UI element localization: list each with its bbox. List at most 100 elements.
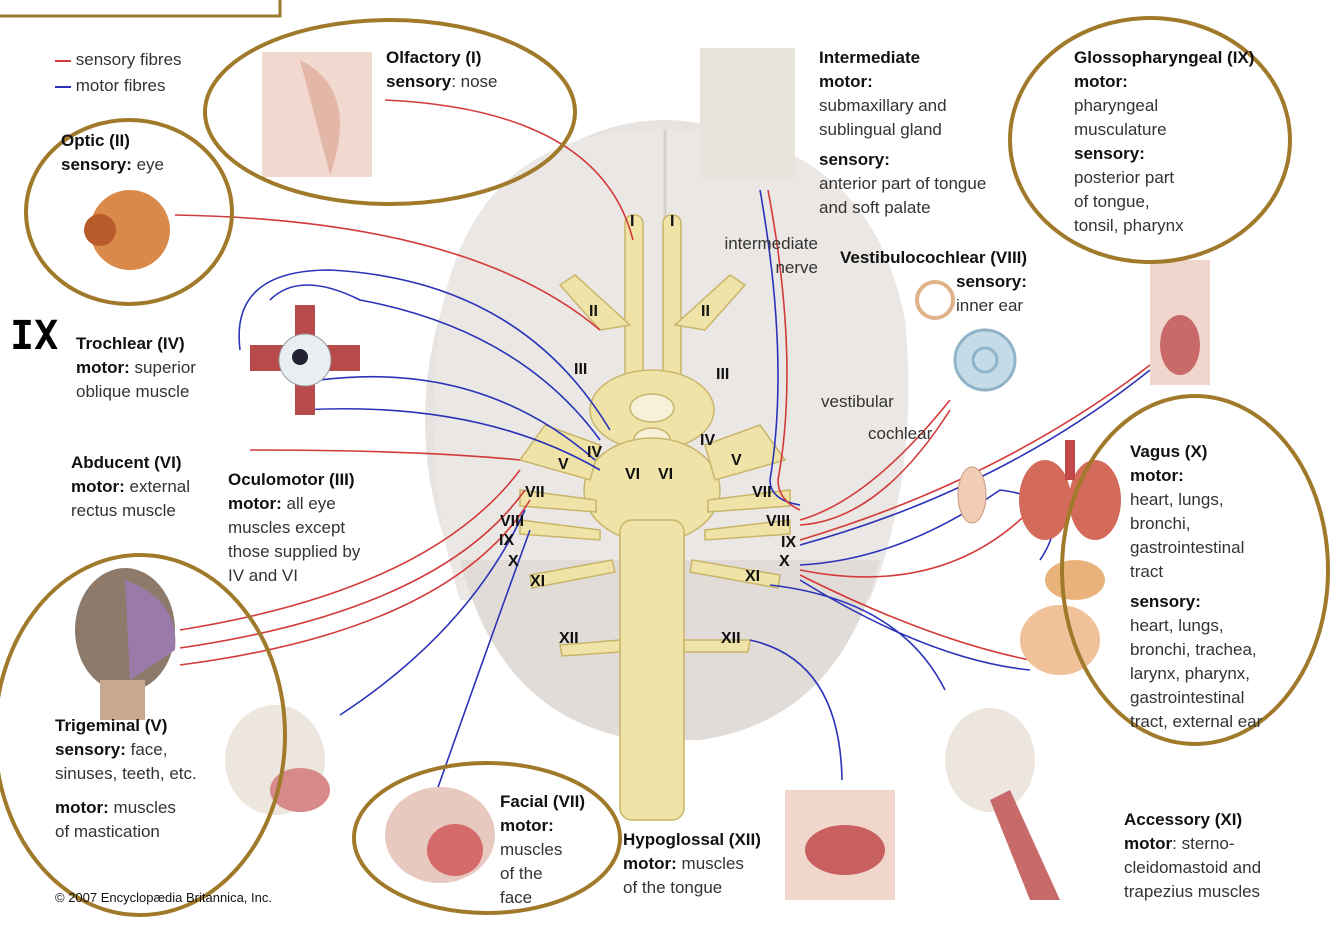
vagus-motor-label: motor: <box>1130 466 1184 485</box>
hypoglossal-label: Hypoglossal (XII) motor: muscles of the … <box>623 828 761 900</box>
numeral-ii-left: II <box>589 303 598 320</box>
numeral-iii-right: III <box>716 366 730 383</box>
numeral-xi-right: XI <box>745 568 761 585</box>
brainstem-illustration <box>518 214 791 821</box>
glossopharyngeal-label: Glossopharyngeal (IX) motor: pharyngeal … <box>1074 46 1254 238</box>
hypoglossal-motor-label: motor: <box>623 854 677 873</box>
nose-illustration <box>262 52 372 177</box>
glossopharyngeal-sensory-text-1: posterior part <box>1074 168 1175 187</box>
abducent-label: Abducent (VI) motor: external rectus mus… <box>71 451 190 523</box>
sensory-swatch <box>55 59 71 62</box>
numeral-iv-left: IV <box>587 444 603 461</box>
abducent-motor-text-2: rectus muscle <box>71 501 176 520</box>
nerve-fibres <box>174 99 1151 811</box>
trigeminal-motor-text-2: of mastication <box>55 822 160 841</box>
numeral-ii-right: II <box>701 303 710 320</box>
oculomotor-motor-text-1: all eye <box>281 494 336 513</box>
intermediate-sensory-text-2: and soft palate <box>819 198 931 217</box>
eyeball-muscles-illustration <box>250 305 360 415</box>
glossopharyngeal-title: Glossopharyngeal (IX) <box>1074 48 1255 67</box>
oculomotor-motor-text-4: IV and VI <box>228 566 298 585</box>
ear-illustration <box>957 466 987 524</box>
vestibular-branch-label: vestibular <box>821 392 894 411</box>
optic-sensory-text: eye <box>131 155 165 174</box>
vagus-motor-text-2: bronchi, <box>1130 514 1191 533</box>
trigeminal-title: Trigeminal (V) <box>55 716 168 735</box>
hypoglossal-motor-text-2: of the tongue <box>623 878 723 897</box>
accessory-motor-text-3: trapezius muscles <box>1124 882 1261 901</box>
vagus-motor-text-4: tract <box>1130 562 1164 581</box>
vagus-motor-text-3: gastrointestinal <box>1130 538 1245 557</box>
trigeminal-sensory-text-2: sinuses, teeth, etc. <box>55 764 197 783</box>
oculomotor-motor-text-3: those supplied by <box>228 542 361 561</box>
trigeminal-label: Trigeminal (V) sensory: face, sinuses, t… <box>55 714 197 844</box>
vagus-label: Vagus (X) motor: heart, lungs, bronchi, … <box>1130 440 1262 734</box>
legend-sensory-label: sensory fibres <box>75 50 182 69</box>
intermediate-nerve-label: intermediate nerve <box>710 232 818 280</box>
oculomotor-motor-label: motor: <box>228 494 282 513</box>
numeral-vi-right: VI <box>658 466 674 483</box>
olfactory-title: Olfactory (I) <box>386 48 482 67</box>
inner-ear-illustration <box>915 280 1017 392</box>
numeral-ix-left: IX <box>499 532 515 549</box>
numeral-ix-right: IX <box>781 534 797 551</box>
trigeminal-sensory-label: sensory: <box>55 740 126 759</box>
accessory-motor-text-2: cleidomastoid and <box>1124 858 1262 877</box>
legend-motor-label: motor fibres <box>75 76 166 95</box>
intermediate-motor-text-1: submaxillary and <box>819 96 947 115</box>
vestibulocochlear-title: Vestibulocochlear (VIII) <box>840 248 1028 267</box>
trochlear-label: Trochlear (IV) motor: superior oblique m… <box>76 332 196 404</box>
numeral-vii-left: VII <box>525 484 545 501</box>
numeral-iv-right: IV <box>700 432 716 449</box>
trigeminal-motor-label: motor: <box>55 798 109 817</box>
abducent-title: Abducent (VI) <box>71 453 182 472</box>
vestibulocochlear-sensory-text: inner ear <box>956 296 1024 315</box>
trochlear-motor-text-1: superior <box>129 358 196 377</box>
highlight-circles <box>0 16 1330 917</box>
handwritten-ix-mark: IX <box>10 313 59 359</box>
numeral-i-left: I <box>630 213 635 230</box>
oculomotor-motor-text-2: muscles except <box>228 518 346 537</box>
vagus-sensory-text-3: larynx, pharynx, <box>1130 664 1250 683</box>
skull-face-illustration <box>700 48 795 178</box>
intermediate-nerve-text-1: intermediate <box>724 234 818 253</box>
eye-illustration <box>84 190 170 270</box>
vestibulocochlear-sensory-label: sensory: <box>956 272 1027 291</box>
olfactory-label: Olfactory (I) sensory: nose <box>386 46 498 94</box>
vagus-sensory-text-4: gastrointestinal <box>1130 688 1245 707</box>
olfactory-sensory-text: : nose <box>451 72 498 91</box>
cochlear-branch-label: cochlear <box>868 424 933 443</box>
vagus-motor-text-1: heart, lungs, <box>1130 490 1224 509</box>
abducent-motor-text-1: external <box>124 477 191 496</box>
trochlear-motor-label: motor: <box>76 358 130 377</box>
numeral-iii-left: III <box>574 361 588 378</box>
numeral-vi-left: VI <box>625 466 641 483</box>
oculomotor-label: Oculomotor (III) motor: all eye muscles … <box>228 468 360 588</box>
numeral-xii-left: XII <box>559 630 579 647</box>
intermediate-sensory-label: sensory: <box>819 150 890 169</box>
trigeminal-motor-text-1: muscles <box>108 798 176 817</box>
numeral-i-right: I <box>670 213 675 230</box>
facial-motor-text-2: of the <box>500 864 543 883</box>
intermediate-sensory-text-1: anterior part of tongue <box>819 174 987 193</box>
facial-label: Facial (VII) motor: muscles of the face <box>500 790 585 910</box>
trigeminal-sensory-text-1: face, <box>125 740 168 759</box>
numeral-viii-left: VIII <box>500 513 525 530</box>
abducent-motor-label: motor: <box>71 477 125 496</box>
glossopharyngeal-sensory-label: sensory: <box>1074 144 1145 163</box>
hypoglossal-title: Hypoglossal (XII) <box>623 830 761 849</box>
numeral-x-left: X <box>508 553 519 570</box>
optic-title: Optic (II) <box>61 131 130 150</box>
face-muscles-illustration <box>385 787 495 883</box>
intermediate-motor-label: motor: <box>819 72 873 91</box>
tongue-illustration <box>785 790 895 900</box>
glossopharyngeal-motor-label: motor: <box>1074 72 1128 91</box>
facial-motor-text-3: face <box>500 888 533 907</box>
olfactory-sensory-label: sensory <box>386 72 452 91</box>
numeral-vii-right: VII <box>752 484 772 501</box>
vagus-sensory-text-1: heart, lungs, <box>1130 616 1224 635</box>
glossopharyngeal-motor-text-2: musculature <box>1074 120 1167 139</box>
glossopharyngeal-sensory-text-3: tonsil, pharynx <box>1074 216 1184 235</box>
facial-motor-text-1: muscles <box>500 840 563 859</box>
